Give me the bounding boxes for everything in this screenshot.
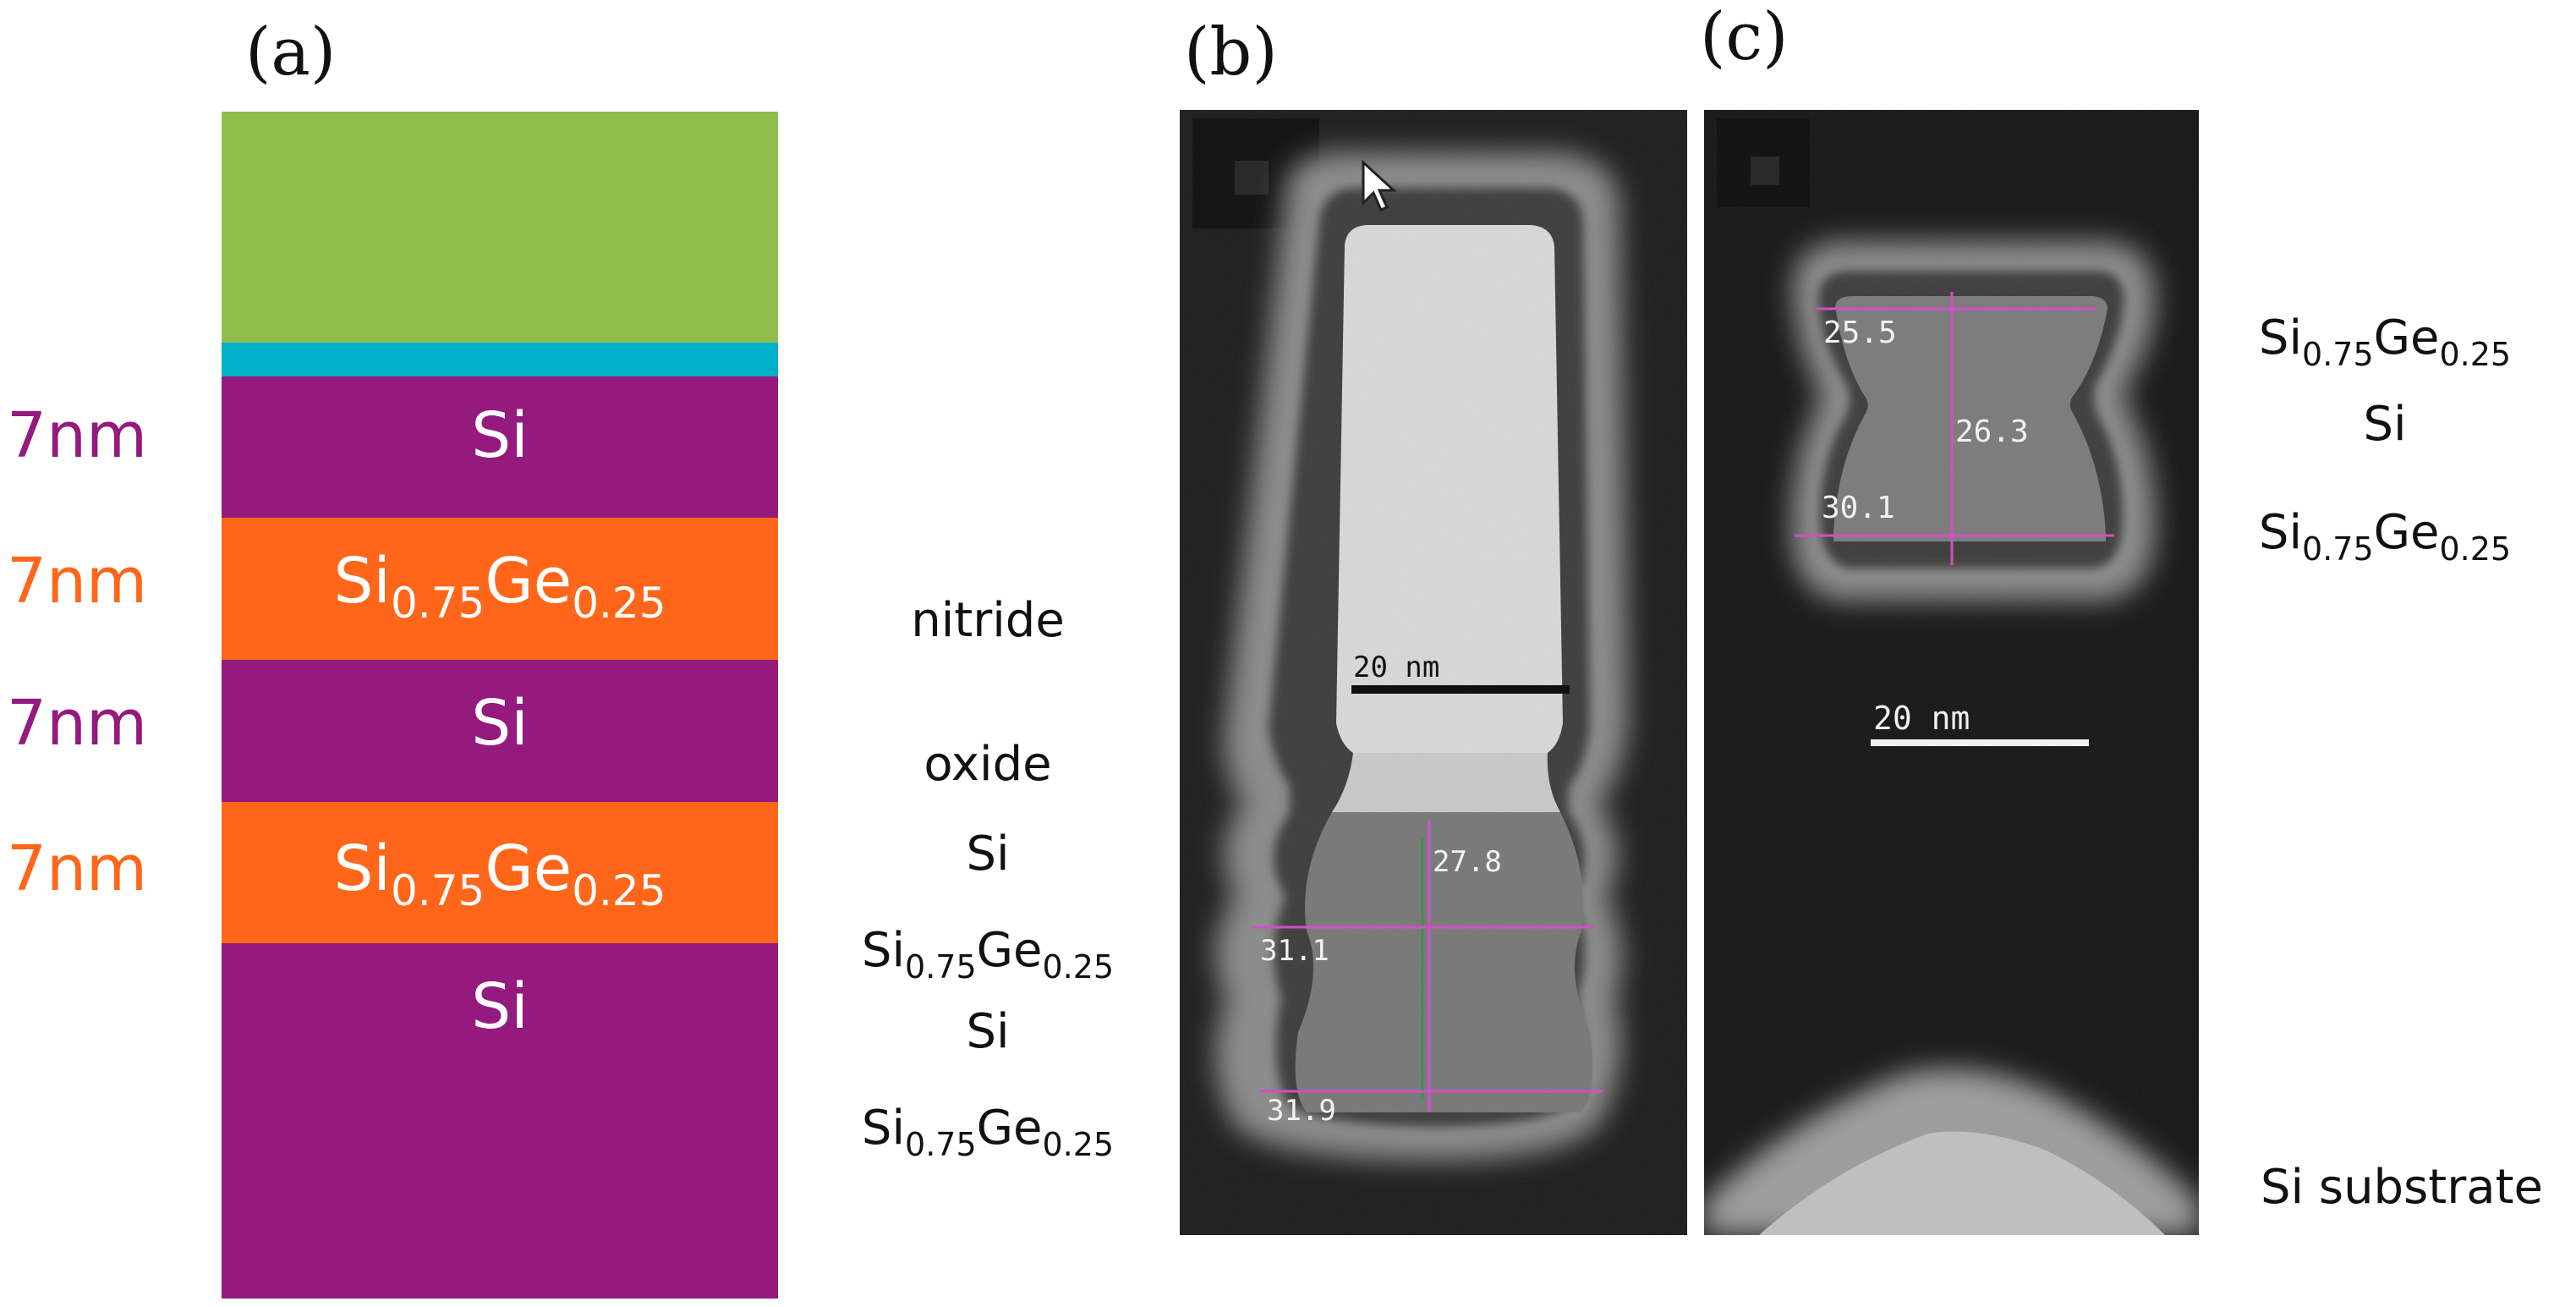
tem-image-b: 20 nm 27.8 31.1 31.9 xyxy=(1180,110,1687,1235)
si-layer-1-thickness-label: 7nm xyxy=(7,399,147,472)
cursor-icon xyxy=(1362,159,1397,211)
layer-stack xyxy=(222,112,778,1299)
green-layer xyxy=(222,112,778,343)
measurement-b-1: 27.8 xyxy=(1433,845,1502,879)
label-c-si: Si xyxy=(2363,397,2406,452)
scale-bar-c xyxy=(1871,739,2089,746)
scale-bar-b xyxy=(1351,685,1570,694)
label-nitride: nitride xyxy=(911,593,1065,648)
si-layer-3 xyxy=(222,943,778,1299)
label-oxide: oxide xyxy=(924,737,1051,792)
panel-c-side-labels: Si0.75Ge0.25 Si Si0.75Ge0.25 Si substrat… xyxy=(2259,310,2543,1215)
sige-layer-2-material-label: Si0.75Ge0.25 xyxy=(333,832,666,915)
scale-bar-label-b: 20 nm xyxy=(1353,651,1439,684)
si-layer-1 xyxy=(222,376,778,518)
tem-image-c: 20 nm 25.5 26.3 30.1 xyxy=(1704,110,2199,1235)
label-c-sige-1: Si0.75Ge0.25 xyxy=(2259,310,2511,373)
measurement-c-1: 25.5 xyxy=(1823,316,1897,350)
si-layer-3-material-label: Si xyxy=(471,970,529,1043)
sige-layer-1-thickness-label: 7nm xyxy=(7,545,147,618)
sige-layer-1-material-label: Si0.75Ge0.25 xyxy=(333,545,666,628)
si-layer-2-thickness-label: 7nm xyxy=(7,687,147,760)
label-b-sige-1: Si0.75Ge0.25 xyxy=(862,923,1114,986)
measurement-b-2: 31.1 xyxy=(1260,934,1329,968)
label-c-sige-2: Si0.75Ge0.25 xyxy=(2259,505,2511,568)
label-b-si-2: Si xyxy=(966,1004,1009,1059)
layer-stack-labels: Si7nmSi0.75Ge0.257nmSi7nmSi0.75Ge0.257nm… xyxy=(7,399,666,1043)
sige-layer-2-thickness-label: 7nm xyxy=(7,832,147,905)
label-b-sige-2: Si0.75Ge0.25 xyxy=(862,1101,1114,1163)
tem-b-grain xyxy=(1180,110,1687,1235)
panel-a-label: (a) xyxy=(245,14,336,91)
label-si-substrate: Si substrate xyxy=(2261,1160,2543,1215)
measurement-c-3: 30.1 xyxy=(1822,491,1895,525)
si-layer-2 xyxy=(222,660,778,802)
label-b-si-1: Si xyxy=(966,826,1009,881)
panel-c-label: (c) xyxy=(1700,0,1789,75)
sige-layer-2 xyxy=(222,802,778,943)
panel-b-label: (b) xyxy=(1184,14,1278,91)
scale-bar-label-c: 20 nm xyxy=(1873,700,1970,737)
measurement-c-2: 26.3 xyxy=(1955,415,2029,449)
measurement-b-3: 31.9 xyxy=(1267,1094,1336,1128)
sige-layer-1 xyxy=(222,518,778,660)
si-layer-2-material-label: Si xyxy=(471,687,529,760)
cyan-layer xyxy=(222,343,778,376)
tem-c-grain xyxy=(1704,110,2199,1235)
si-layer-1-material-label: Si xyxy=(471,399,529,472)
panel-b-side-labels: nitride oxide Si Si0.75Ge0.25 Si Si0.75G… xyxy=(862,593,1114,1163)
